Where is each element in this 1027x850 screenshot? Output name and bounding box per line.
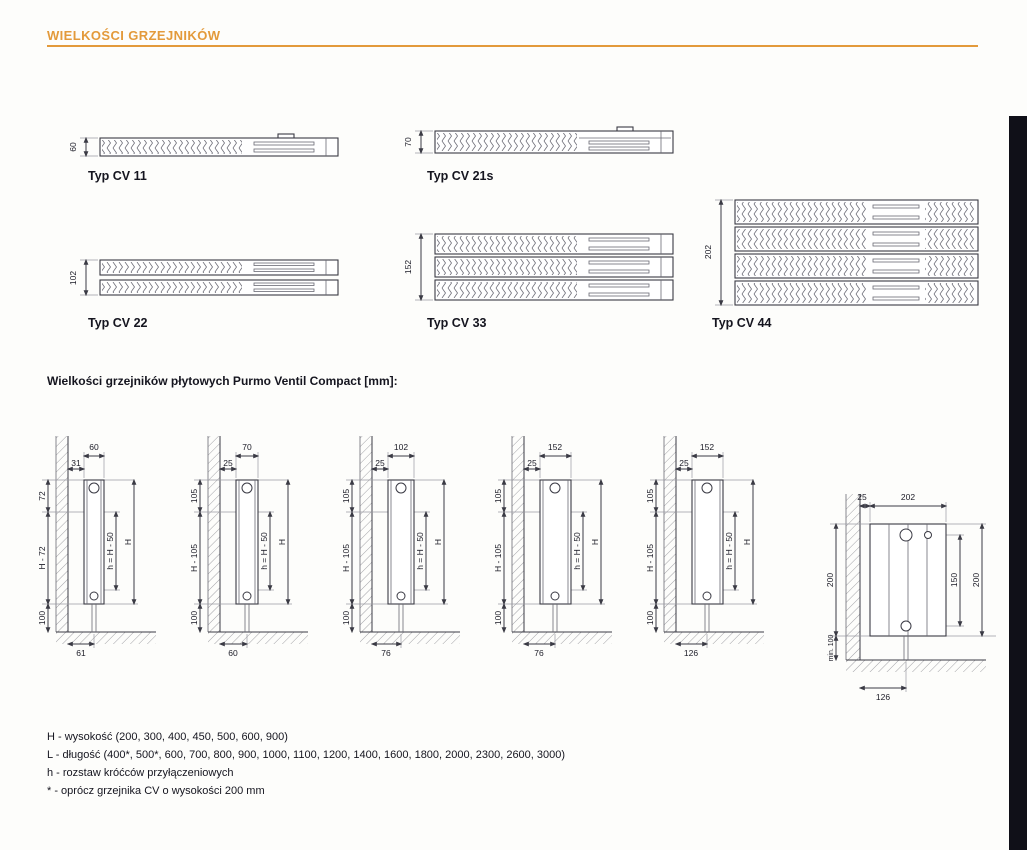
side-view-cv22: 102 25 105 H - 105 100 h = H - 50 H 76: [341, 436, 460, 658]
dim-depth: 102: [394, 442, 408, 452]
dim-top-span: 72: [37, 491, 47, 501]
dim-pipe-spacing: h = H - 50: [259, 532, 269, 570]
dim-connection-offset: 126: [684, 648, 698, 658]
dim-connection-offset: 61: [76, 648, 86, 658]
cv22-depth-dim: 102: [68, 271, 78, 285]
dim-wall-gap: 25: [223, 458, 233, 468]
dim-floor-clearance: 100: [493, 611, 503, 625]
dim-floor-clearance: 100: [189, 611, 199, 625]
dim-mid-span: H - 105: [493, 544, 503, 572]
scan-edge-strip: [1009, 116, 1027, 850]
side-view-cv33: 152 25 105 H - 105 100 h = H - 50 H 76: [493, 436, 612, 658]
top-view-cv11: 60: [68, 133, 339, 158]
cv44-dim-min-clearance: min. 100: [828, 634, 835, 661]
dim-height: H: [742, 539, 752, 545]
type-label-cv33: Typ CV 33: [427, 316, 487, 330]
top-view-cv22: 102: [68, 258, 339, 297]
dim-depth: 60: [89, 442, 99, 452]
dim-connection-offset: 76: [534, 648, 544, 658]
cv44-dim-height-left: 200: [825, 573, 835, 587]
side-view-cv21s: 70 25 105 H - 105 100 h = H - 50 H 60: [189, 436, 308, 658]
dim-mid-span: H - 105: [341, 544, 351, 572]
cv44-dim-depth: 202: [901, 492, 915, 502]
dim-pipe-spacing: h = H - 50: [415, 532, 425, 570]
dim-floor-clearance: 100: [645, 611, 655, 625]
page-title: WIELKOŚCI GRZEJNIKÓW: [47, 28, 221, 43]
dim-height: H: [590, 539, 600, 545]
cv11-depth-dim: 60: [68, 142, 78, 152]
cv44-depth-dim: 202: [703, 245, 713, 259]
dim-depth: 70: [242, 442, 252, 452]
type-label-cv21s: Typ CV 21s: [427, 169, 494, 183]
dim-wall-gap: 25: [375, 458, 385, 468]
dim-top-span: 105: [645, 489, 655, 503]
title-rule: [47, 45, 978, 47]
dim-pipe-spacing: h = H - 50: [105, 532, 115, 570]
dim-connection-offset: 60: [228, 648, 238, 658]
dim-floor-clearance: 100: [37, 611, 47, 625]
dim-mid-span: H - 105: [189, 544, 199, 572]
dim-connection-offset: 76: [381, 648, 391, 658]
dim-pipe-spacing: h = H - 50: [724, 532, 734, 570]
dim-mid-span: H - 105: [645, 544, 655, 572]
dim-mid-span: H - 72: [37, 546, 47, 569]
cv44-dim-wall-gap: 25: [857, 492, 867, 502]
cv44-dim-height-right: 200: [971, 573, 981, 587]
dim-depth: 152: [700, 442, 714, 452]
cv33-depth-dim: 152: [403, 260, 413, 274]
dim-wall-gap: 25: [679, 458, 689, 468]
top-view-cv21s: 70: [403, 126, 674, 155]
dim-height: H: [123, 539, 133, 545]
dim-depth: 152: [548, 442, 562, 452]
top-view-cv44: 202: [703, 198, 979, 307]
dim-height: H: [433, 539, 443, 545]
dim-wall-gap: 25: [527, 458, 537, 468]
type-label-cv22: Typ CV 22: [88, 316, 148, 330]
cv44-dim-pipe-spacing: 150: [949, 573, 959, 587]
cv44-dim-connection-offset: 126: [876, 692, 890, 702]
dim-wall-gap: 31: [71, 458, 81, 468]
type-label-cv44: Typ CV 44: [712, 316, 772, 330]
dim-top-span: 105: [189, 489, 199, 503]
type-label-cv11: Typ CV 11: [88, 169, 147, 183]
top-view-cv33: 152: [403, 232, 674, 302]
footnote-pipe-spacing: h - rozstaw króćców przyłączeniowych: [47, 767, 234, 779]
section-subtitle: Wielkości grzejników płytowych Purmo Ven…: [47, 374, 398, 388]
cv21s-depth-dim: 70: [403, 137, 413, 147]
side-view-cv33-variant: 152 25 105 H - 105 100 h = H - 50 H 126: [645, 436, 764, 658]
footnote-asterisk: * - oprócz grzejnika CV o wysokości 200 …: [47, 785, 265, 797]
footnote-length: L - długość (400*, 500*, 600, 700, 800, …: [47, 749, 566, 761]
dim-pipe-spacing: h = H - 50: [572, 532, 582, 570]
dim-top-span: 105: [341, 489, 351, 503]
footnote-height: H - wysokość (200, 300, 400, 450, 500, 6…: [47, 731, 288, 743]
side-view-cv44: 202 25 200 min. 100 150 200 126: [825, 492, 996, 702]
dim-floor-clearance: 100: [341, 611, 351, 625]
dim-top-span: 105: [493, 489, 503, 503]
side-view-cv11: 60 31 72 H - 72 100 h = H - 50 H 61: [37, 436, 156, 658]
dim-height: H: [277, 539, 287, 545]
